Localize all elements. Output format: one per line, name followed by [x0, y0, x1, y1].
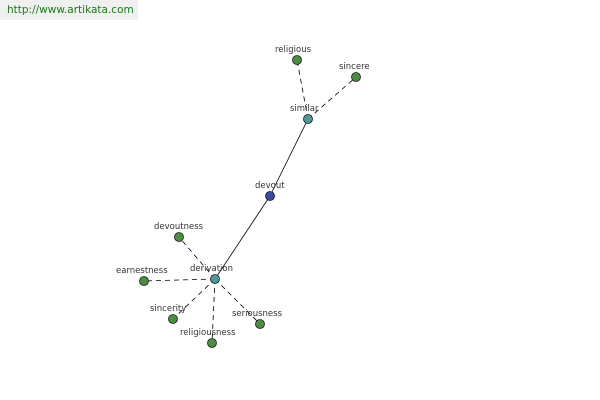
- edge-similar-religious: [296, 59, 309, 120]
- node-label-derivation[interactable]: derivation: [190, 264, 233, 274]
- node-label-religious[interactable]: religious: [275, 45, 312, 55]
- node-dot-similar[interactable]: [303, 114, 313, 124]
- node-dot-religiousness[interactable]: [207, 338, 217, 348]
- node-sincere[interactable]: sincere: [339, 62, 370, 82]
- edge-devout-derivation: [214, 195, 271, 280]
- node-label-seriousness[interactable]: seriousness: [232, 309, 283, 319]
- node-earnestness[interactable]: earnestness: [116, 266, 168, 286]
- node-label-similar[interactable]: similar: [290, 104, 319, 114]
- edge-derivation-earnestness: [143, 278, 216, 282]
- node-dot-devout[interactable]: [265, 191, 275, 201]
- node-seriousness[interactable]: seriousness: [232, 309, 283, 329]
- node-dot-derivation[interactable]: [210, 274, 220, 284]
- node-dot-sincerity[interactable]: [168, 314, 178, 324]
- site-url[interactable]: http://www.artikata.com: [7, 4, 134, 16]
- node-label-earnestness[interactable]: earnestness: [116, 266, 168, 276]
- node-dot-sincere[interactable]: [351, 72, 361, 82]
- node-dot-devoutness[interactable]: [174, 232, 184, 242]
- edges-layer: [143, 59, 357, 344]
- node-devoutness[interactable]: devoutness: [154, 222, 204, 242]
- node-dot-seriousness[interactable]: [255, 319, 265, 329]
- edge-derivation-devoutness: [178, 236, 216, 280]
- node-religious[interactable]: religious: [275, 45, 312, 65]
- node-label-devout[interactable]: devout: [255, 181, 285, 191]
- node-dot-earnestness[interactable]: [139, 276, 149, 286]
- node-derivation[interactable]: derivation: [190, 264, 233, 284]
- edge-devout-similar: [269, 118, 309, 197]
- node-label-religiousness[interactable]: religiousness: [180, 328, 236, 338]
- edge-similar-sincere: [307, 76, 357, 120]
- node-label-sincerity[interactable]: sincerity: [150, 304, 186, 314]
- edge-derivation-sincerity: [172, 278, 216, 320]
- node-religiousness[interactable]: religiousness: [180, 328, 236, 348]
- node-label-devoutness[interactable]: devoutness: [154, 222, 204, 232]
- nodes-layer: devout similar derivation religious sincere d…: [116, 45, 370, 348]
- node-dot-religious[interactable]: [292, 55, 302, 65]
- node-similar[interactable]: similar: [290, 104, 319, 124]
- node-devout[interactable]: devout: [255, 181, 285, 201]
- node-sincerity[interactable]: sincerity: [150, 304, 186, 324]
- node-label-sincere[interactable]: sincere: [339, 62, 370, 72]
- edge-derivation-religiousness: [211, 278, 216, 344]
- edge-derivation-seriousness: [214, 278, 261, 325]
- url-bar: http://www.artikata.com: [0, 0, 138, 20]
